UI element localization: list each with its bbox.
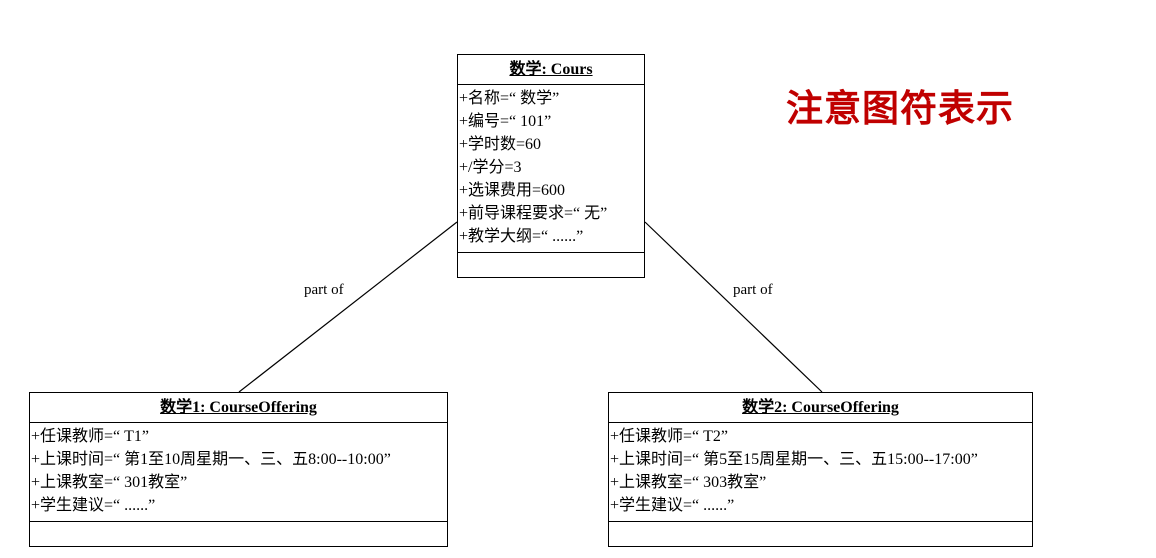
class-title: 数学1: CourseOffering: [30, 393, 447, 423]
association-label-left: part of: [304, 282, 344, 298]
association-label-right: part of: [733, 282, 773, 298]
operation-compartment: [458, 253, 644, 279]
attribute-list: +名称=“ 数学” +编号=“ 101” +学时数=60 +/学分=3 +选课费…: [458, 85, 644, 253]
attribute: +任课教师=“ T2”: [610, 428, 729, 445]
attribute: +选课费用=600: [459, 182, 566, 199]
attribute: +学生建议=“ ......”: [31, 497, 156, 514]
attribute: +教学大纲=“ ......”: [459, 228, 584, 245]
attribute: +学时数=60: [459, 136, 542, 153]
attribute: +上课教室=“ 301教室”: [31, 474, 188, 491]
attribute: +/学分=3: [459, 159, 522, 176]
attribute: +学生建议=“ ......”: [610, 497, 735, 514]
attribute: +名称=“ 数学”: [459, 90, 560, 107]
attribute: +上课时间=“ 第5至15周星期一、三、五15:00--17:00”: [610, 451, 978, 468]
attribute: +任课教师=“ T1”: [31, 428, 150, 445]
operation-compartment: [609, 522, 1032, 548]
attribute: +上课时间=“ 第1至10周星期一、三、五8:00--10:00”: [31, 451, 391, 468]
attribute: +前导课程要求=“ 无”: [459, 205, 608, 222]
attribute-list: +任课教师=“ T2” +上课时间=“ 第5至15周星期一、三、五15:00--…: [609, 423, 1032, 522]
class-box-course: 数学: Cours +名称=“ 数学” +编号=“ 101” +学时数=60 +…: [457, 54, 645, 278]
association-line-left: [238, 221, 458, 393]
operation-compartment: [30, 522, 447, 548]
attribute-list: +任课教师=“ T1” +上课时间=“ 第1至10周星期一、三、五8:00--1…: [30, 423, 447, 522]
class-box-offering2: 数学2: CourseOffering +任课教师=“ T2” +上课时间=“ …: [608, 392, 1033, 547]
attribute: +上课教室=“ 303教室”: [610, 474, 767, 491]
association-line-right: [644, 221, 823, 393]
note-title: 注意图符表示: [786, 87, 1014, 130]
class-title: 数学: Cours: [458, 55, 644, 85]
class-box-offering1: 数学1: CourseOffering +任课教师=“ T1” +上课时间=“ …: [29, 392, 448, 547]
class-title: 数学2: CourseOffering: [609, 393, 1032, 423]
attribute: +编号=“ 101”: [459, 113, 552, 130]
